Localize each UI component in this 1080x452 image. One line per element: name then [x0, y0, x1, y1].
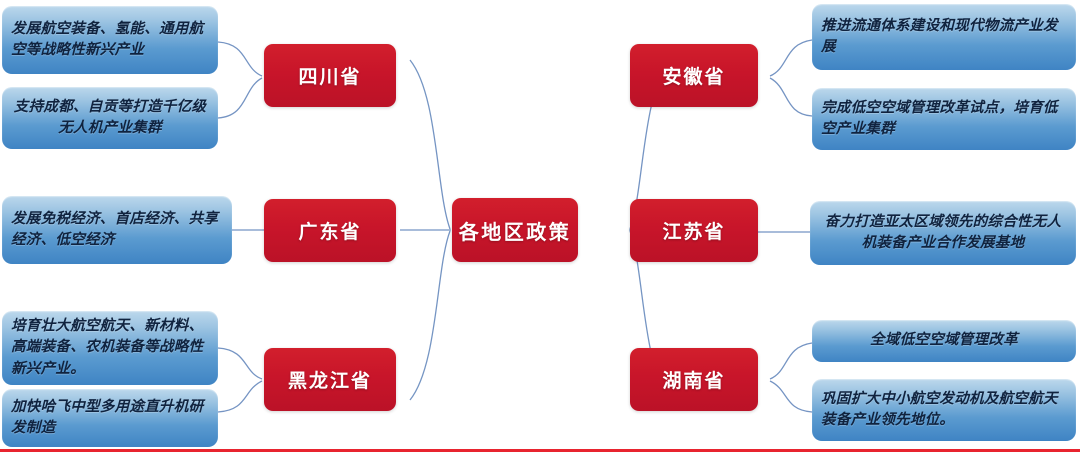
- leaf-text: 全域低空空域管理改革: [870, 332, 1018, 349]
- link-hub-left-bottom: [409, 230, 451, 401]
- leaf-box-hunan-1: 全域低空空域管理改革: [812, 320, 1076, 362]
- leaf-text: 支持成都、自贡等打造千亿级无人机产业集群: [13, 98, 207, 136]
- link-hunan-leaf-2: [769, 380, 813, 413]
- node-label: 湖南省: [662, 370, 726, 392]
- link-sichuan-leaf-2: [217, 77, 263, 119]
- leaf-box-anhui-2: 完成低空空域管理改革试点，培育低空产业集群: [812, 88, 1076, 150]
- link-sichuan-leaf-1: [217, 41, 263, 77]
- leaf-text: 完成低空空域管理改革试点，培育低空产业集群: [821, 99, 1058, 137]
- node-hub-regional-policies[interactable]: 各地区政策: [452, 198, 578, 262]
- node-label: 广东省: [298, 221, 362, 243]
- leaf-text: 发展免税经济、首店经济、共享经济、低空经济: [11, 210, 219, 248]
- link-anhui-leaf-1: [769, 39, 813, 77]
- leaf-box-heilongjiang-2: 加快哈飞中型多用途直升机研发制造: [2, 389, 218, 447]
- leaf-text: 奋力打造亚太区域领先的综合性无人机装备产业合作发展基地: [824, 213, 1062, 251]
- link-heilongjiang-leaf-1: [217, 347, 263, 380]
- leaf-text: 发展航空装备、氢能、通用航空等战略性新兴产业: [11, 20, 204, 58]
- link-anhui-leaf-2: [769, 77, 813, 117]
- leaf-box-heilongjiang-1: 培育壮大航空航天、新材料、高端装备、农机装备等战略性新兴产业。: [2, 311, 218, 385]
- node-label: 安徽省: [662, 66, 726, 88]
- node-province-jiangsu[interactable]: 江苏省: [630, 199, 758, 262]
- leaf-text: 推进流通体系建设和现代物流产业发展: [821, 17, 1058, 55]
- node-province-anhui[interactable]: 安徽省: [630, 44, 758, 107]
- leaf-text: 加快哈飞中型多用途直升机研发制造: [11, 398, 204, 436]
- link-hub-left-top: [409, 59, 451, 230]
- node-province-hunan[interactable]: 湖南省: [630, 348, 758, 411]
- link-heilongjiang-leaf-2: [217, 380, 263, 413]
- node-label: 黑龙江省: [287, 370, 372, 392]
- link-hunan-leaf-1: [769, 342, 813, 380]
- leaf-box-sichuan-2: 支持成都、自贡等打造千亿级无人机产业集群: [2, 87, 218, 149]
- bottom-divider: [0, 449, 1080, 452]
- leaf-box-guangdong-1: 发展免税经济、首店经济、共享经济、低空经济: [2, 196, 232, 264]
- leaf-box-sichuan-1: 发展航空装备、氢能、通用航空等战略性新兴产业: [2, 6, 218, 74]
- hub-label: 各地区政策: [458, 219, 572, 244]
- leaf-box-hunan-2: 巩固扩大中小航空发动机及航空航天装备产业领先地位。: [812, 379, 1076, 441]
- node-province-sichuan[interactable]: 四川省: [264, 44, 396, 107]
- leaf-text: 巩固扩大中小航空发动机及航空航天装备产业领先地位。: [821, 390, 1058, 428]
- leaf-box-anhui-1: 推进流通体系建设和现代物流产业发展: [812, 4, 1076, 70]
- node-label: 江苏省: [662, 221, 726, 243]
- node-province-heilongjiang[interactable]: 黑龙江省: [264, 348, 396, 411]
- node-label: 四川省: [298, 66, 362, 88]
- leaf-box-jiangsu-1: 奋力打造亚太区域领先的综合性无人机装备产业合作发展基地: [810, 201, 1076, 265]
- leaf-text: 培育壮大航空航天、新材料、高端装备、农机装备等战略性新兴产业。: [11, 318, 204, 377]
- node-province-guangdong[interactable]: 广东省: [264, 199, 396, 262]
